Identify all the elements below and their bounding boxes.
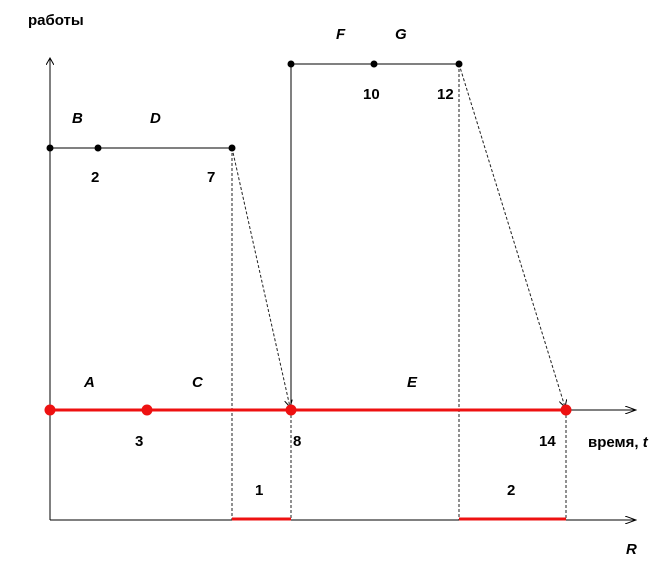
node-f-start <box>287 60 295 68</box>
activity-label-f: F <box>336 26 346 43</box>
time-axis-title: время, t <box>588 434 649 451</box>
node-7 <box>228 144 236 152</box>
node-3 <box>141 404 153 416</box>
resource-label-1: 1 <box>255 482 263 499</box>
resource-axis-title: R <box>626 541 637 558</box>
activity-label-d: D <box>150 110 161 127</box>
activity-label-c: C <box>192 374 204 391</box>
event-number-7: 7 <box>207 169 215 186</box>
resource-label-2: 2 <box>507 482 515 499</box>
event-number-8: 8 <box>293 433 301 450</box>
event-number-10: 10 <box>363 86 380 103</box>
node-12 <box>455 60 463 68</box>
event-number-3: 3 <box>135 433 143 450</box>
event-number-14: 14 <box>539 433 556 450</box>
activity-label-a: A <box>83 374 95 391</box>
activity-label-g: G <box>395 26 407 43</box>
node-10 <box>370 60 378 68</box>
activity-label-b: B <box>72 110 83 127</box>
y-axis-title: работы <box>28 12 84 29</box>
dashed-arrow-7-to-8 <box>231 147 290 407</box>
dashed-arrow-12-to-14 <box>458 63 565 407</box>
node-8 <box>285 404 297 416</box>
activity-label-e: E <box>407 374 418 391</box>
event-number-12: 12 <box>437 86 454 103</box>
node-2 <box>94 144 102 152</box>
node-b-start <box>46 144 54 152</box>
node-14 <box>560 404 572 416</box>
node-0 <box>44 404 56 416</box>
event-number-2: 2 <box>91 169 99 186</box>
